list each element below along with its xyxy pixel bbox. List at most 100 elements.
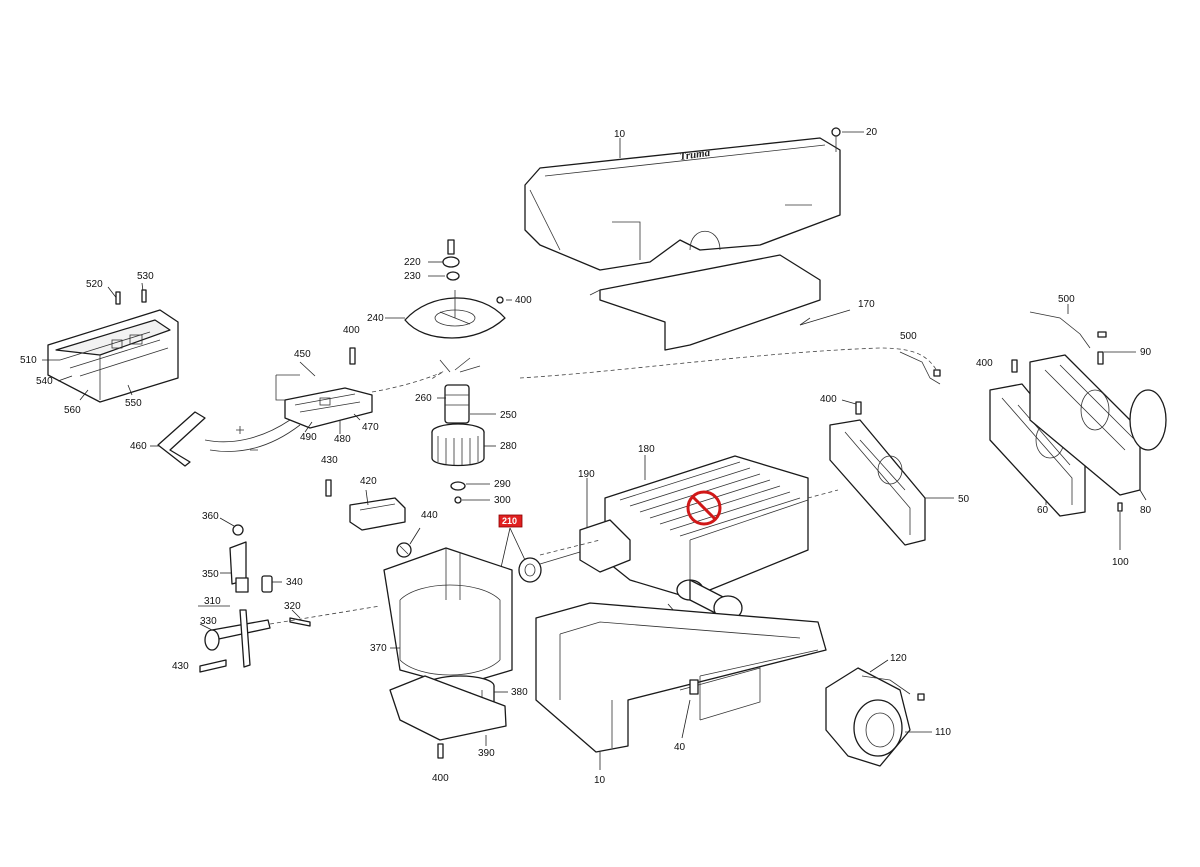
impeller-330[interactable] (204, 609, 271, 668)
callout-260: 260 (415, 393, 432, 404)
callout-80: 80 (1140, 505, 1152, 516)
callout-360: 360 (202, 511, 219, 522)
highlight-210[interactable]: 210 (498, 514, 523, 528)
screw-430-top[interactable] (325, 479, 332, 497)
callout-380: 380 (511, 687, 528, 698)
callout-320: 320 (284, 601, 301, 612)
callout-400-bot: 400 (432, 773, 449, 784)
screw-530[interactable] (141, 289, 147, 303)
callout-300: 300 (494, 495, 511, 506)
callout-120: 120 (890, 653, 907, 664)
grille-80[interactable] (1029, 354, 1167, 496)
burner-tube-190[interactable] (579, 519, 631, 573)
screw-400-fan[interactable] (496, 296, 504, 304)
sensor-440[interactable] (396, 542, 412, 558)
callout-400-frame: 400 (820, 394, 837, 405)
cable-connector-460[interactable] (157, 411, 301, 467)
control-box[interactable] (47, 309, 179, 403)
nut-360[interactable] (232, 524, 244, 536)
screw-20[interactable] (831, 127, 841, 152)
screw-220[interactable] (442, 239, 460, 268)
callout-400-pcb: 400 (343, 325, 360, 336)
callout-280: 280 (500, 441, 517, 452)
callout-400-fan: 400 (515, 295, 532, 306)
callout-180: 180 (638, 444, 655, 455)
callout-100: 100 (1112, 557, 1129, 568)
callout-110: 110 (935, 727, 951, 738)
callout-430-bot: 430 (172, 661, 189, 672)
base-plate-390[interactable] (389, 675, 507, 741)
callout-330: 330 (200, 616, 217, 627)
callout-430-top: 430 (321, 455, 338, 466)
screw-400-frame[interactable] (855, 401, 862, 415)
no-symbol-icon (686, 490, 722, 526)
washer-230[interactable] (446, 271, 460, 281)
callout-370: 370 (370, 643, 387, 654)
heat-exchanger-180[interactable] (604, 455, 809, 599)
callout-450: 450 (294, 349, 311, 360)
sleeve-340[interactable] (261, 575, 273, 593)
callout-500-right: 500 (1058, 294, 1075, 305)
callout-390: 390 (478, 748, 495, 759)
ignition-unit-420[interactable] (349, 497, 406, 531)
callout-460: 460 (130, 441, 147, 452)
bracket-350[interactable] (229, 541, 249, 593)
fan-wheel-280[interactable] (431, 423, 485, 467)
fan-housing-top-240[interactable] (404, 290, 506, 339)
clip-100[interactable] (1117, 502, 1123, 512)
callout-540: 540 (36, 376, 53, 387)
callout-480: 480 (334, 434, 351, 445)
callout-520: 520 (86, 279, 103, 290)
callout-510: 510 (20, 355, 37, 366)
callout-530: 530 (137, 271, 154, 282)
callout-20: 20 (866, 127, 878, 138)
callout-10-top: 10 (614, 129, 626, 140)
pin-320[interactable] (289, 617, 311, 627)
callout-560: 560 (64, 405, 81, 416)
frame-50[interactable] (829, 419, 926, 546)
callout-230: 230 (404, 271, 421, 282)
cover-brand-text: Truma (679, 147, 712, 163)
callout-290: 290 (494, 479, 511, 490)
callout-340: 340 (286, 577, 303, 588)
callout-50: 50 (958, 494, 970, 505)
screw-430-bottom[interactable] (199, 659, 227, 673)
nut-300[interactable] (454, 496, 462, 504)
callout-500-wire: 500 (900, 331, 917, 342)
exhaust-adapter-110[interactable] (825, 667, 911, 767)
callout-550: 550 (125, 398, 142, 409)
highlight-210-label: 210 (502, 516, 517, 526)
callout-250: 250 (500, 410, 517, 421)
wire-500-right[interactable] (1029, 311, 1107, 349)
callout-310: 310 (204, 596, 221, 607)
clamp-120[interactable] (861, 675, 925, 701)
cover-plate-170[interactable] (589, 254, 821, 351)
callout-90: 90 (1140, 347, 1152, 358)
washer-290[interactable] (450, 481, 466, 491)
pcb-board-450[interactable] (275, 374, 373, 429)
callout-440: 440 (421, 510, 438, 521)
screw-400-bottom[interactable] (437, 743, 444, 759)
screw-90[interactable] (1097, 351, 1104, 365)
callout-420: 420 (360, 476, 377, 487)
callout-470: 470 (362, 422, 379, 433)
callout-490: 490 (300, 432, 317, 443)
callout-220: 220 (404, 257, 421, 268)
clip-40[interactable] (689, 679, 699, 695)
screw-400-pcb[interactable] (349, 347, 356, 365)
callout-240: 240 (367, 313, 384, 324)
spring-210[interactable] (491, 551, 581, 583)
blower-housing-370[interactable] (383, 547, 513, 687)
wire-500[interactable] (899, 351, 941, 385)
bottom-tray[interactable] (535, 602, 827, 753)
callout-400-right: 400 (976, 358, 993, 369)
callout-350: 350 (202, 569, 219, 580)
callout-60: 60 (1037, 505, 1049, 516)
screw-400-right[interactable] (1011, 359, 1018, 373)
callout-170: 170 (858, 299, 875, 310)
screw-520[interactable] (115, 291, 121, 305)
motor-250[interactable] (439, 357, 481, 424)
callout-190-top: 190 (578, 469, 595, 480)
top-cover[interactable]: Truma (524, 137, 841, 271)
